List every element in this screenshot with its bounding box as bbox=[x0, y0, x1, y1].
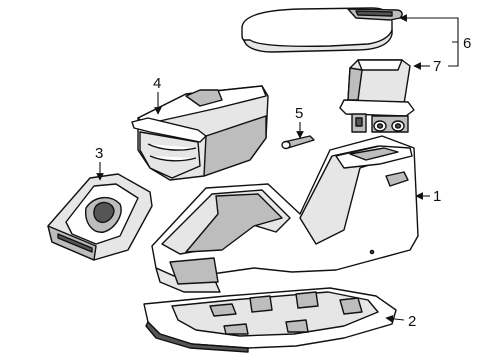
callout-6: 6 bbox=[463, 35, 471, 52]
storage-bin-part bbox=[131, 85, 269, 181]
leader-line-6 bbox=[399, 14, 459, 43]
leader-lines bbox=[96, 14, 459, 323]
leader-line-2 bbox=[385, 314, 405, 323]
callout-4: 4 bbox=[153, 75, 161, 92]
leader-line-6b bbox=[448, 42, 459, 67]
callout-labels: 1 2 3 4 5 6 7 bbox=[95, 35, 471, 330]
console-body-part bbox=[151, 135, 419, 293]
callout-3: 3 bbox=[95, 145, 103, 162]
armrest-lid-part bbox=[241, 7, 403, 53]
callout-1: 1 bbox=[433, 188, 441, 205]
pin-part bbox=[281, 135, 315, 150]
hinge-bracket-part bbox=[339, 59, 415, 133]
callout-5: 5 bbox=[295, 105, 303, 122]
shifter-bezel-part bbox=[47, 173, 153, 261]
callout-7: 7 bbox=[433, 58, 441, 75]
callout-2: 2 bbox=[408, 313, 416, 330]
console-base-part bbox=[143, 287, 397, 353]
